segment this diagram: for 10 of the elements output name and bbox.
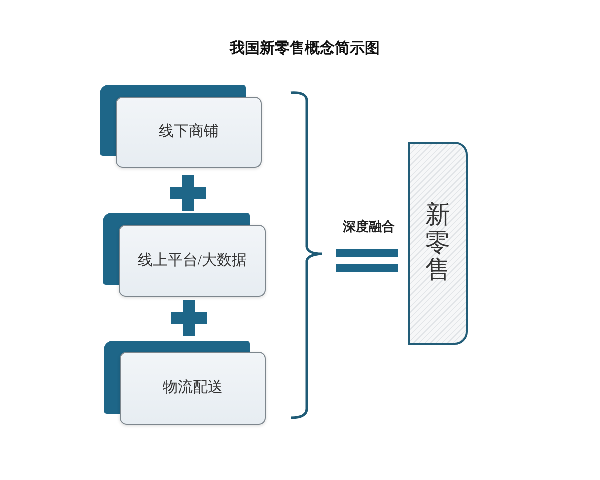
node-label: 新零售 bbox=[426, 202, 450, 285]
process-box bbox=[120, 352, 266, 425]
fusion-label: 深度融合 bbox=[342, 218, 396, 236]
node-label: 线下商铺 bbox=[159, 122, 219, 142]
result-box bbox=[408, 142, 468, 345]
node-label: 线上平台/大数据 bbox=[138, 252, 248, 271]
diagram-title: 我国新零售概念简示图 bbox=[228, 39, 381, 59]
process-box bbox=[119, 225, 266, 297]
node-label: 物流配送 bbox=[163, 378, 223, 398]
process-box bbox=[116, 97, 262, 168]
